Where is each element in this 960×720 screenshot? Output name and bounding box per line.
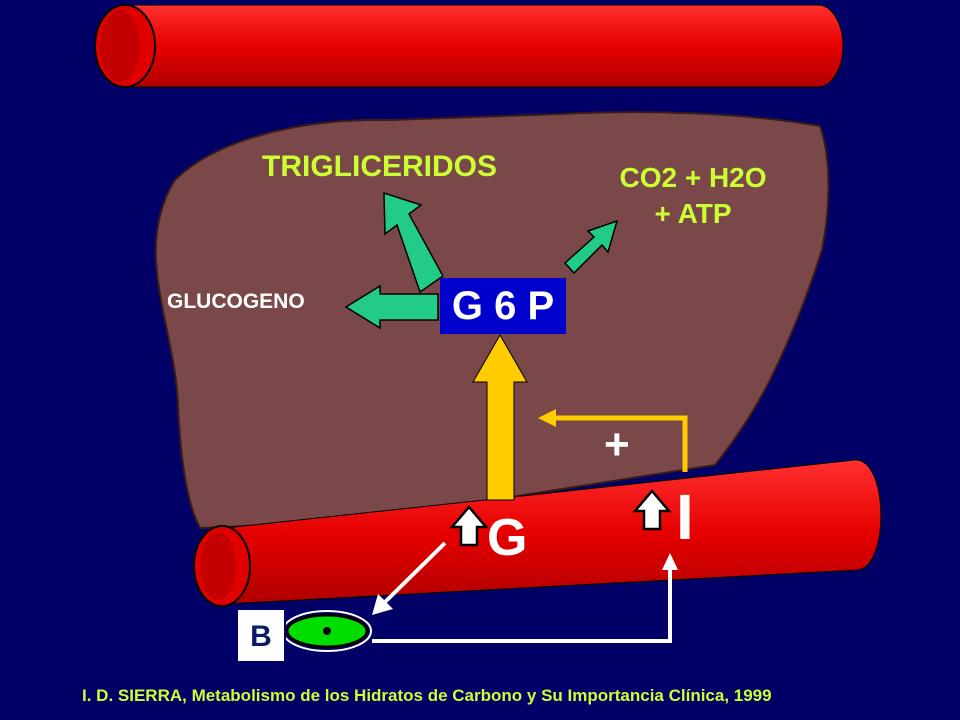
atp-line: + ATP [654,198,732,229]
glucose-label: G [487,509,528,567]
beta-cell-to-insulin-line [372,553,678,643]
insulin-label: I [676,481,694,553]
beta-cell-label: B [236,608,286,663]
insulin-up-arrow-icon [632,489,672,531]
g6p-box: G 6 P [440,278,566,334]
co2-line: CO2 + H2O [619,162,767,193]
co2-atp-label: CO2 + H2O + ATP [598,160,788,232]
glucose-to-beta-cell-arrow [372,541,447,615]
glucogeno-label: GLUCOGENO [167,290,305,313]
glucose-up-arrow-icon [449,505,489,547]
trigliceridos-label: TRIGLICERIDOS [262,150,498,183]
plus-sign: + [604,420,630,469]
arrow-to-co2 [563,219,619,275]
arrow-to-trigliceridos [383,191,444,294]
bottom-blood-vessel [193,459,882,607]
glucose-uptake-arrow [472,333,528,501]
top-blood-vessel [94,4,844,88]
citation: I. D. SIERRA, Metabolismo de los Hidrato… [82,686,772,705]
beta-cell [282,610,372,652]
arrow-to-glucogeno [344,284,439,330]
insulin-feedback-line [538,409,688,472]
